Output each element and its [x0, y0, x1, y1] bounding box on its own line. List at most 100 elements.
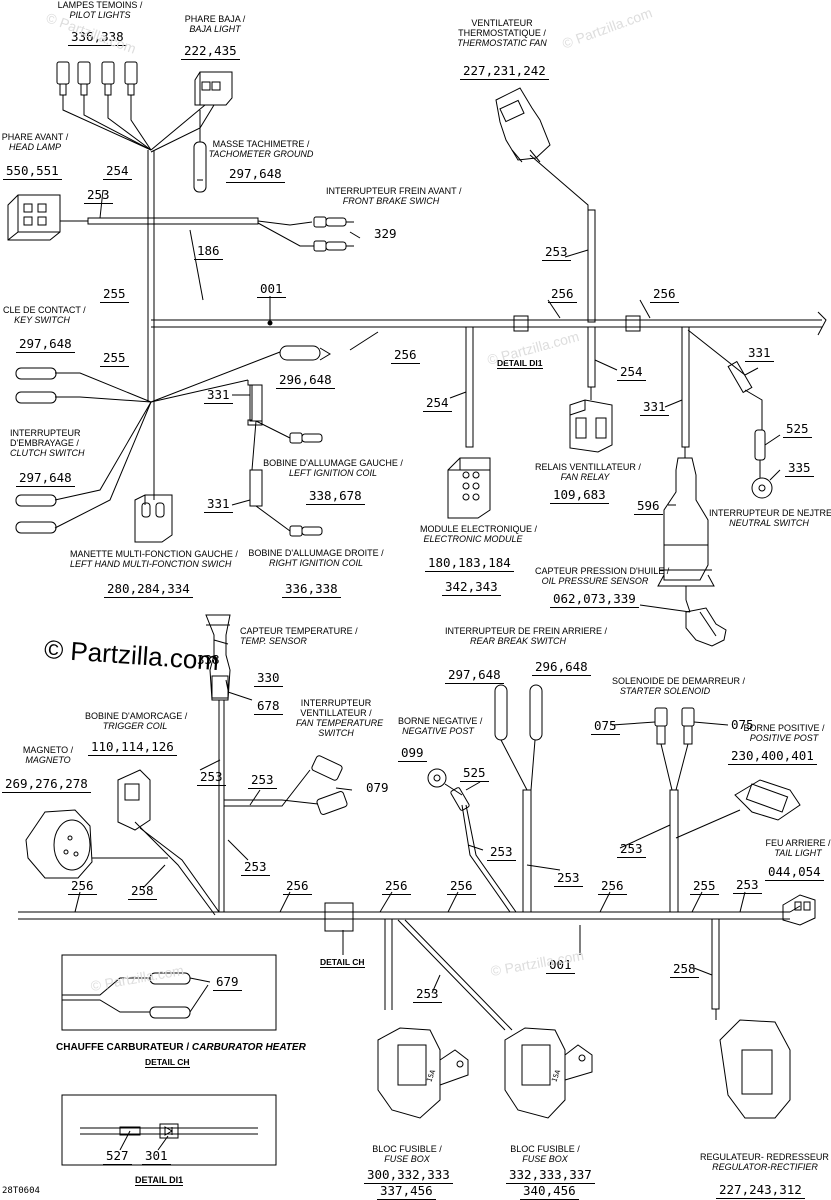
ref-254-b: 254 [617, 365, 646, 381]
fuse-box-right-parts-1: 332,333,337 [506, 1168, 595, 1184]
ref-256-g: 256 [447, 879, 476, 895]
magneto-label: MAGNETO / MAGNETO [18, 745, 78, 765]
head-lamp-parts: 550,551 [3, 164, 62, 180]
tach-ground-parts: 297,648 [226, 167, 285, 183]
fuse-box-right-label: BLOC FUSIBLE / FUSE BOX [510, 1144, 580, 1164]
regulator-label: REGULATEUR- REDRESSEUR / REGULATOR-RECTI… [700, 1152, 831, 1172]
ref-256-f: 256 [382, 879, 411, 895]
key-switch-parts: 297,648 [16, 337, 75, 353]
neutral-fr: INTERRUPTEUR DE NEJTRE / [709, 508, 831, 518]
fuse-left-en: FUSE BOX [384, 1154, 430, 1164]
temp-en: TEMP. SENSOR [240, 636, 307, 646]
ref-258-a: 258 [128, 884, 157, 900]
fuse-box-right-parts-2: 340,456 [520, 1184, 579, 1200]
ign-coil-left-label: BOBINE D'ALLUMAGE GAUCHE / LEFT IGNITION… [262, 458, 404, 478]
fan-temp-parts: 079 [366, 780, 389, 795]
front-brake-parts: 329 [374, 226, 397, 241]
headlamp-branch [60, 217, 314, 247]
oil-pressure-parts: 062,073,339 [550, 592, 639, 608]
head-lamp-connector [7, 194, 61, 241]
baja-light-label: PHARE BAJA / BAJA LIGHT [180, 14, 250, 34]
ref-596: 596 [634, 499, 663, 515]
key-switch-terminals [15, 367, 57, 534]
solenoid-fr: SOLENOIDE DE DEMARREUR / [612, 676, 746, 686]
front-brake-fr: INTERRUPTEUR FREIN AVANT / [326, 186, 462, 196]
solenoid-en: STARTER SOLENOID [619, 686, 711, 696]
pilot-light-wires [62, 95, 215, 153]
negative-post [427, 768, 517, 913]
oil-pressure-label: CAPTEUR PRESSION D'HUILE / OIL PRESSURE … [535, 566, 669, 586]
detail-ch-tag: DETAIL CH [320, 957, 365, 968]
fan-temp-fr2: VENTILLATEUR / [300, 708, 372, 718]
drawing-code: 28T0604 [2, 1186, 40, 1196]
neg-en: NEGATIVE POST [402, 726, 474, 736]
ref-678: 678 [254, 699, 283, 715]
pilot-lights-parts: 336,338 [68, 30, 127, 46]
fuse-box-left [377, 919, 469, 1119]
detail-ch-box [61, 954, 277, 1031]
negative-post-label: BORNE NEGATIVE / NEGATIVE POST [398, 716, 482, 736]
left-switch-en: LEFT HAND MULTI-FONCTION SWICH [70, 559, 232, 569]
ref-253-d: 253 [248, 773, 277, 789]
ref-253-a: 253 [84, 188, 113, 204]
baja-light-connector [194, 71, 233, 106]
head-lamp-en: HEAD LAMP [8, 142, 61, 152]
ref-001-a: 001 [257, 282, 286, 298]
tail-fr: FEU ARRIERE / [765, 838, 831, 848]
detail-ch-caption: DETAIL CH [145, 1057, 190, 1068]
ign-left-en: LEFT IGNITION COIL [288, 468, 377, 478]
starter-solenoid [654, 707, 695, 913]
thermo-fan-fr1: VENTILATEUR [471, 18, 533, 28]
pos-fr: BORNE POSITIVE / [743, 723, 825, 733]
ref-253-c: 253 [197, 770, 226, 786]
thermo-fan-parts: 227,231,242 [460, 64, 549, 80]
pilot-lights-fr: LAMPES TEMOINS / [57, 0, 143, 10]
ref-253-j: 253 [413, 987, 442, 1003]
tach-ground-en: TACHOMETER GROUND [208, 149, 314, 159]
pilot-light-connectors [56, 61, 138, 96]
ign-coil-right-parts: 336,338 [282, 582, 341, 598]
fuse-box-left-label: BLOC FUSIBLE / FUSE BOX [372, 1144, 442, 1164]
clutch-fr2: D'EMBRAYAGE / [10, 438, 79, 448]
trigger-en: TRIGGER COIL [102, 721, 168, 731]
positive-post-parts: 230,400,401 [728, 749, 817, 765]
ref-256-c: 256 [391, 348, 420, 364]
front-brake-label: INTERRUPTEUR FREIN AVANT / FRONT BRAKE S… [326, 186, 462, 206]
carb-en: CARBURATOR HEATER [191, 1042, 306, 1053]
temp-fr: CAPTEUR TEMPERATURE / [240, 626, 358, 636]
tach-ground-fr: MASSE TACHIMETRE / [212, 139, 310, 149]
magneto-parts: 269,276,278 [2, 777, 91, 793]
ign-right-en: RIGHT IGNITION COIL [268, 558, 363, 568]
fan-temp-switch-wires [224, 755, 348, 815]
front-brake-connectors [313, 216, 354, 252]
ref-331-d: 331 [204, 497, 233, 513]
trigger-coil-label: BOBINE D'AMORCAGE / TRIGGER COIL [85, 711, 187, 731]
baja-fr: PHARE BAJA / [184, 14, 246, 24]
ref-253-g: 253 [554, 871, 583, 887]
ign-left-fr: BOBINE D'ALLUMAGE GAUCHE / [263, 458, 403, 468]
thermo-fan-label: VENTILATEUR THERMOSTATIQUE / THERMOSTATI… [452, 18, 552, 48]
detail-di1-caption: DETAIL DI1 [135, 1175, 184, 1186]
ref-256-e: 256 [283, 879, 312, 895]
head-lamp-fr: PHARE AVANT / [1, 132, 69, 142]
ref-256-d: 256 [68, 879, 97, 895]
ref-255-b: 255 [100, 351, 129, 367]
rear-brake-label: INTERRUPTEUR DE FREIN ARRIERE / REAR BRE… [445, 626, 607, 646]
neutral-switch-label: INTERRUPTEUR DE NEJTRE / NEUTRAL SWITCH [709, 508, 831, 528]
ref-253-i: 253 [733, 878, 762, 894]
positive-post [675, 779, 801, 839]
clutch-fr1: INTERRUPTEUR [10, 428, 81, 438]
tail-light-label: FEU ARRIERE / TAIL LIGHT [765, 838, 831, 858]
rear-brake-fr: INTERRUPTEUR DE FREIN ARRIERE / [445, 626, 608, 636]
ref-525-a: 525 [783, 422, 812, 438]
ref-254-a: 254 [103, 164, 132, 180]
ecm-en: ELECTRONIC MODULE [423, 534, 523, 544]
ref-255-c: 255 [690, 879, 719, 895]
ref-256-b: 256 [650, 287, 679, 303]
fuse-box-left-parts-1: 300,332,333 [364, 1168, 453, 1184]
ref-258-b: 258 [670, 962, 699, 978]
pos-en: POSITIVE POST [749, 733, 819, 743]
temp-sensor-label: CAPTEUR TEMPERATURE / TEMP. SENSOR [240, 626, 358, 646]
fan-relay-label: RELAIS VENTILLATEUR / FAN RELAY [535, 462, 641, 482]
